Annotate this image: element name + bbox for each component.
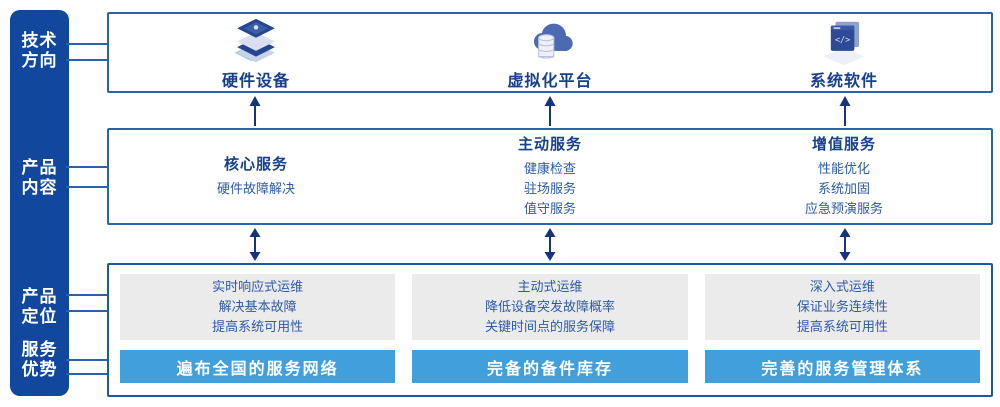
- sidebar-label-line: 定位: [21, 307, 58, 326]
- advantage-banner: 完善的服务管理体系: [704, 350, 980, 383]
- service-column-title: 增值服务: [811, 136, 876, 153]
- connector-line: [66, 59, 108, 61]
- connector-line: [66, 43, 108, 45]
- advantage-banner: 完备的备件库存: [412, 350, 688, 383]
- positioning-column-deep: 深入式运维 保证业务连续性 提高系统可用性 完善的服务管理体系: [704, 274, 980, 385]
- positioning-card: 主动式运维 降低设备突发故障概率 关键时间点的服务保障: [412, 274, 688, 340]
- positioning-line: 实时响应式运维: [212, 279, 304, 294]
- sidebar-label-line: 产品: [21, 158, 58, 177]
- arrow-up-icon: [249, 96, 261, 126]
- tech-item-label: 虚拟化平台: [507, 73, 593, 90]
- tech-item-virtualization: 虚拟化平台: [403, 14, 697, 91]
- sidebar-label-line: 方向: [21, 51, 58, 70]
- connector-line: [66, 166, 108, 168]
- tech-item-label: 硬件设备: [221, 73, 290, 90]
- connector-line: [66, 373, 108, 375]
- positioning-card: 实时响应式运维 解决基本故障 提高系统可用性: [120, 274, 396, 340]
- tech-direction-box: 硬件设备 虚拟化平台 </>: [107, 12, 993, 93]
- positioning-column-realtime: 实时响应式运维 解决基本故障 提高系统可用性 遍布全国的服务网络: [120, 274, 396, 385]
- sidebar-label-product-positioning: 产品 定位: [10, 287, 69, 327]
- service-column-title: 核心服务: [223, 156, 288, 173]
- positioning-line: 深入式运维: [809, 279, 875, 294]
- arrow-up-down-icon: [839, 228, 851, 261]
- service-column-core: 核心服务 硬件故障解决: [109, 130, 403, 223]
- positioning-line: 关键时间点的服务保障: [484, 319, 615, 334]
- service-item: 应急预演服务: [804, 201, 883, 216]
- connector-line: [66, 294, 108, 296]
- arrow-up-down-icon: [544, 228, 556, 261]
- advantage-banner: 遍布全国的服务网络: [120, 350, 396, 383]
- positioning-line: 提高系统可用性: [796, 319, 888, 334]
- connector-line: [66, 310, 108, 312]
- tech-item-label: 系统软件: [809, 73, 878, 90]
- sidebar-label-line: 优势: [21, 360, 58, 379]
- cloud-database-icon: [533, 23, 573, 59]
- positioning-line: 主动式运维: [517, 279, 583, 294]
- sidebar-label-line: 技术: [21, 31, 58, 50]
- sidebar-label-line: 产品: [21, 287, 58, 306]
- arrow-up-down-icon: [249, 228, 261, 261]
- sidebar-label-line: 内容: [21, 178, 58, 197]
- sidebar-label-tech-direction: 技术 方向: [10, 31, 69, 71]
- arrow-up-icon: [544, 96, 556, 126]
- sidebar-label-line: 服务: [21, 340, 58, 359]
- svg-text:</>: </>: [835, 34, 850, 44]
- connector-line: [66, 186, 108, 188]
- positioning-advantage-box: 实时响应式运维 解决基本故障 提高系统可用性 遍布全国的服务网络 主动式运维 降…: [107, 263, 993, 397]
- tech-item-hardware: 硬件设备: [109, 14, 403, 91]
- arrow-up-icon: [839, 96, 851, 126]
- service-item: 健康检查: [523, 161, 576, 176]
- sidebar: 技术 方向 产品 内容 产品 定位 服务 优势: [10, 10, 69, 396]
- service-column-title: 主动服务: [517, 136, 582, 153]
- server-stack-icon: [234, 18, 275, 63]
- service-item: 硬件故障解决: [216, 181, 295, 196]
- service-item: 值守服务: [523, 201, 576, 216]
- connector-line: [66, 359, 108, 361]
- positioning-line: 保证业务连续性: [796, 299, 888, 314]
- tech-item-system-software: </> 系统软件: [697, 14, 991, 91]
- service-item: 性能优化: [817, 161, 870, 176]
- product-content-box: 核心服务 硬件故障解决 主动服务 健康检查 驻场服务 值守服务 增值服务 性能优…: [107, 128, 993, 225]
- service-item: 系统加固: [817, 181, 870, 196]
- service-column-value-added: 增值服务 性能优化 系统加固 应急预演服务: [697, 130, 991, 223]
- positioning-column-proactive: 主动式运维 降低设备突发故障概率 关键时间点的服务保障 完备的备件库存: [412, 274, 688, 385]
- service-column-proactive: 主动服务 健康检查 驻场服务 值守服务: [403, 130, 697, 223]
- positioning-line: 提高系统可用性: [212, 319, 304, 334]
- sidebar-label-service-advantage: 服务 优势: [10, 340, 69, 380]
- code-window-icon: </>: [823, 21, 865, 66]
- positioning-card: 深入式运维 保证业务连续性 提高系统可用性: [704, 274, 980, 340]
- positioning-line: 解决基本故障: [218, 299, 297, 314]
- service-item: 驻场服务: [523, 181, 576, 196]
- sidebar-label-product-content: 产品 内容: [10, 158, 69, 198]
- positioning-line: 降低设备突发故障概率: [484, 299, 615, 314]
